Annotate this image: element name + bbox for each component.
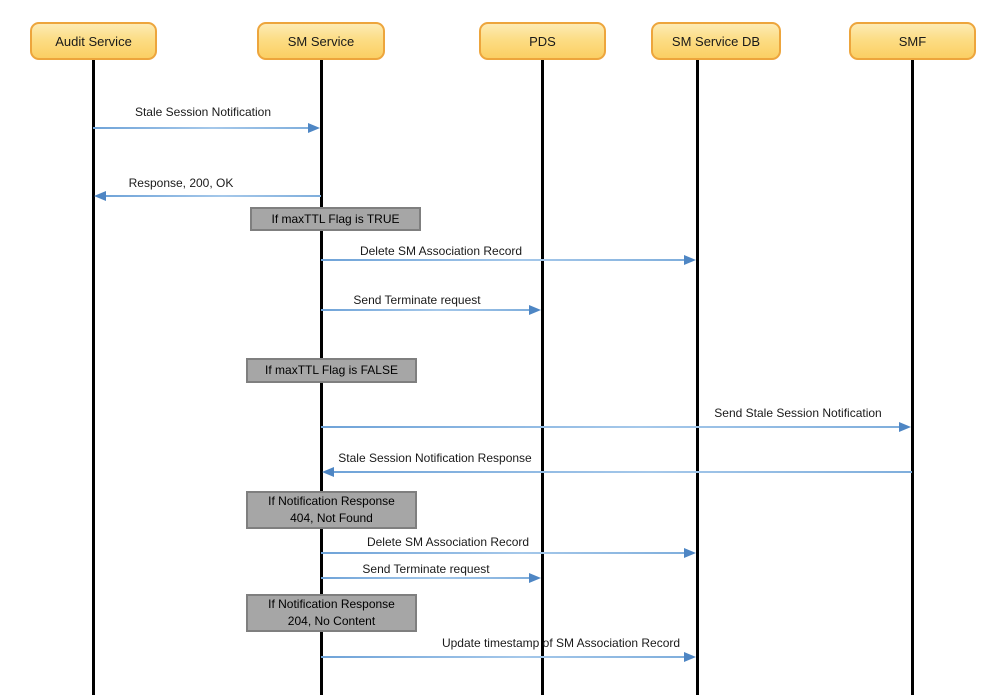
condition-box: If maxTTL Flag is FALSE — [246, 358, 417, 383]
condition-text: If Notification Response — [268, 494, 395, 508]
message-line — [321, 577, 532, 579]
lifeline-audit-service — [91, 60, 95, 695]
arrowhead-icon — [684, 652, 696, 662]
participant-box-pds: PDS — [479, 22, 606, 60]
participant-label: Audit Service — [55, 33, 132, 49]
participant-label: PDS — [529, 33, 556, 49]
message-line — [321, 309, 532, 311]
message-line — [93, 127, 311, 129]
lifeline-smf — [910, 60, 914, 695]
participant-label: SM Service — [287, 33, 355, 49]
arrowhead-icon — [529, 305, 541, 315]
condition-text: If maxTTL Flag is TRUE — [271, 211, 400, 226]
arrowhead-icon — [94, 191, 106, 201]
arrowhead-icon — [529, 573, 541, 583]
arrowhead-icon — [899, 422, 911, 432]
message-line — [321, 656, 687, 658]
condition-box: If Notification Response 204, No Content — [246, 594, 417, 632]
message-label: Response, 200, OK — [128, 176, 234, 190]
condition-text: If Notification Response — [268, 597, 395, 611]
message-line — [321, 426, 902, 428]
participant-label: SMF — [898, 33, 927, 49]
message-line — [331, 471, 912, 473]
message-label: Send Terminate request — [362, 562, 490, 576]
message-label: Send Stale Session Notification — [714, 406, 882, 420]
condition-text: 404, Not Found — [290, 511, 373, 525]
message-line — [321, 552, 687, 554]
arrowhead-icon — [684, 255, 696, 265]
condition-text: 204, No Content — [287, 614, 376, 628]
arrowhead-icon — [308, 123, 320, 133]
lifeline-sm-service-db — [695, 60, 699, 695]
condition-box: If maxTTL Flag is TRUE — [250, 207, 421, 231]
message-label: Stale Session Notification Response — [338, 451, 532, 465]
participant-box-smf: SMF — [849, 22, 976, 60]
participant-label: SM Service DB — [671, 33, 761, 49]
participant-box-sm-service: SM Service — [257, 22, 385, 60]
participant-box-audit-service: Audit Service — [30, 22, 157, 60]
arrowhead-icon — [322, 467, 334, 477]
participant-box-sm-service-db: SM Service DB — [651, 22, 781, 60]
condition-box: If Notification Response 404, Not Found — [246, 491, 417, 529]
message-label: Delete SM Association Record — [366, 535, 530, 549]
arrowhead-icon — [684, 548, 696, 558]
message-label: Stale Session Notification — [134, 105, 272, 119]
condition-text: If maxTTL Flag is FALSE — [265, 363, 398, 377]
message-line — [321, 259, 687, 261]
lifeline-pds — [540, 60, 544, 695]
message-line — [103, 195, 321, 197]
message-label: Update timestamp of SM Association Recor… — [441, 636, 681, 650]
message-label: Send Terminate request — [353, 293, 481, 307]
message-label: Delete SM Association Record — [359, 244, 523, 258]
